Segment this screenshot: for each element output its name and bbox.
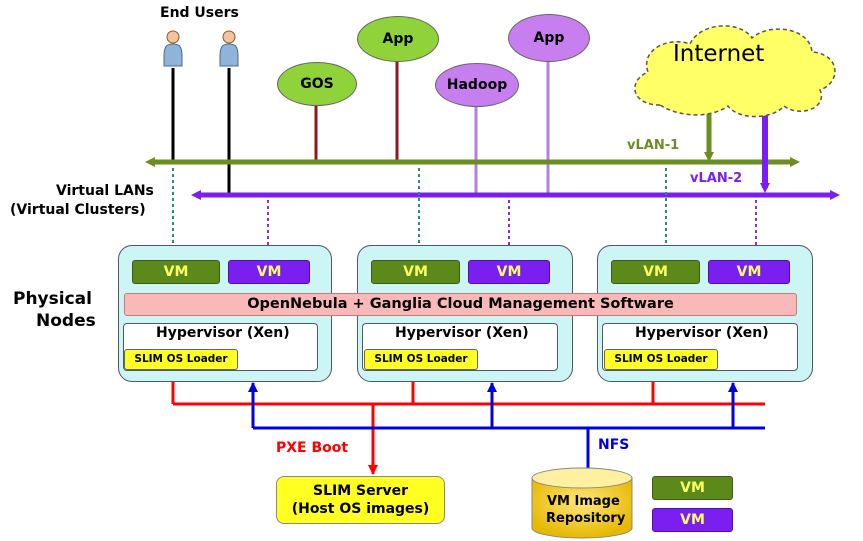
vm-green: VM (132, 260, 220, 284)
repository-subtitle: Repository (546, 511, 626, 526)
hypervisor-label: Hypervisor (Xen) (635, 325, 769, 341)
hadoop-node: Hadoop (435, 63, 519, 107)
repository-cylinder-top (531, 467, 633, 489)
vlan1-label: vLAN-1 (627, 138, 680, 153)
slim-server-title: SLIM Server (312, 483, 409, 499)
physical-label: Physical (13, 289, 92, 309)
nodes-label: Nodes (36, 311, 96, 331)
slim-os-loader: SLIM OS Loader (364, 349, 478, 370)
repository-title: VM Image (547, 494, 620, 509)
app1-node: App (357, 16, 439, 62)
internet-cloud-shape (634, 25, 836, 118)
repository-vm-purple: VM (652, 508, 733, 532)
gos-node: GOS (277, 62, 357, 106)
nfs-label: NFS (598, 437, 630, 453)
hypervisor-label: Hypervisor (Xen) (395, 325, 529, 341)
cloud-management-bar: OpenNebula + Ganglia Cloud Management So… (124, 293, 797, 316)
user-icon (219, 30, 239, 67)
virtual-lans-label: Virtual LANs (56, 183, 154, 199)
vm-green: VM (611, 260, 700, 284)
app2-node: App (508, 14, 590, 62)
slim-server-subtitle: (Host OS images) (291, 501, 430, 517)
repository-vm-green: VM (652, 476, 733, 500)
end-users-label: End Users (160, 5, 239, 21)
repository-cylinder (531, 477, 633, 539)
vm-green: VM (371, 260, 460, 284)
slim-server: SLIM Server (Host OS images) (276, 476, 445, 524)
pxe-boot-label: PXE Boot (276, 440, 349, 456)
vm-purple: VM (228, 260, 310, 284)
vm-purple: VM (468, 260, 550, 284)
internet-label: Internet (673, 41, 765, 67)
vlan2-label: vLAN-2 (690, 171, 743, 186)
virtual-clusters-label: (Virtual Clusters) (10, 202, 146, 218)
vm-purple: VM (708, 260, 790, 284)
user-icon (163, 30, 183, 67)
hypervisor-label: Hypervisor (Xen) (156, 325, 290, 341)
slim-os-loader: SLIM OS Loader (124, 349, 238, 370)
slim-os-loader: SLIM OS Loader (604, 349, 718, 370)
